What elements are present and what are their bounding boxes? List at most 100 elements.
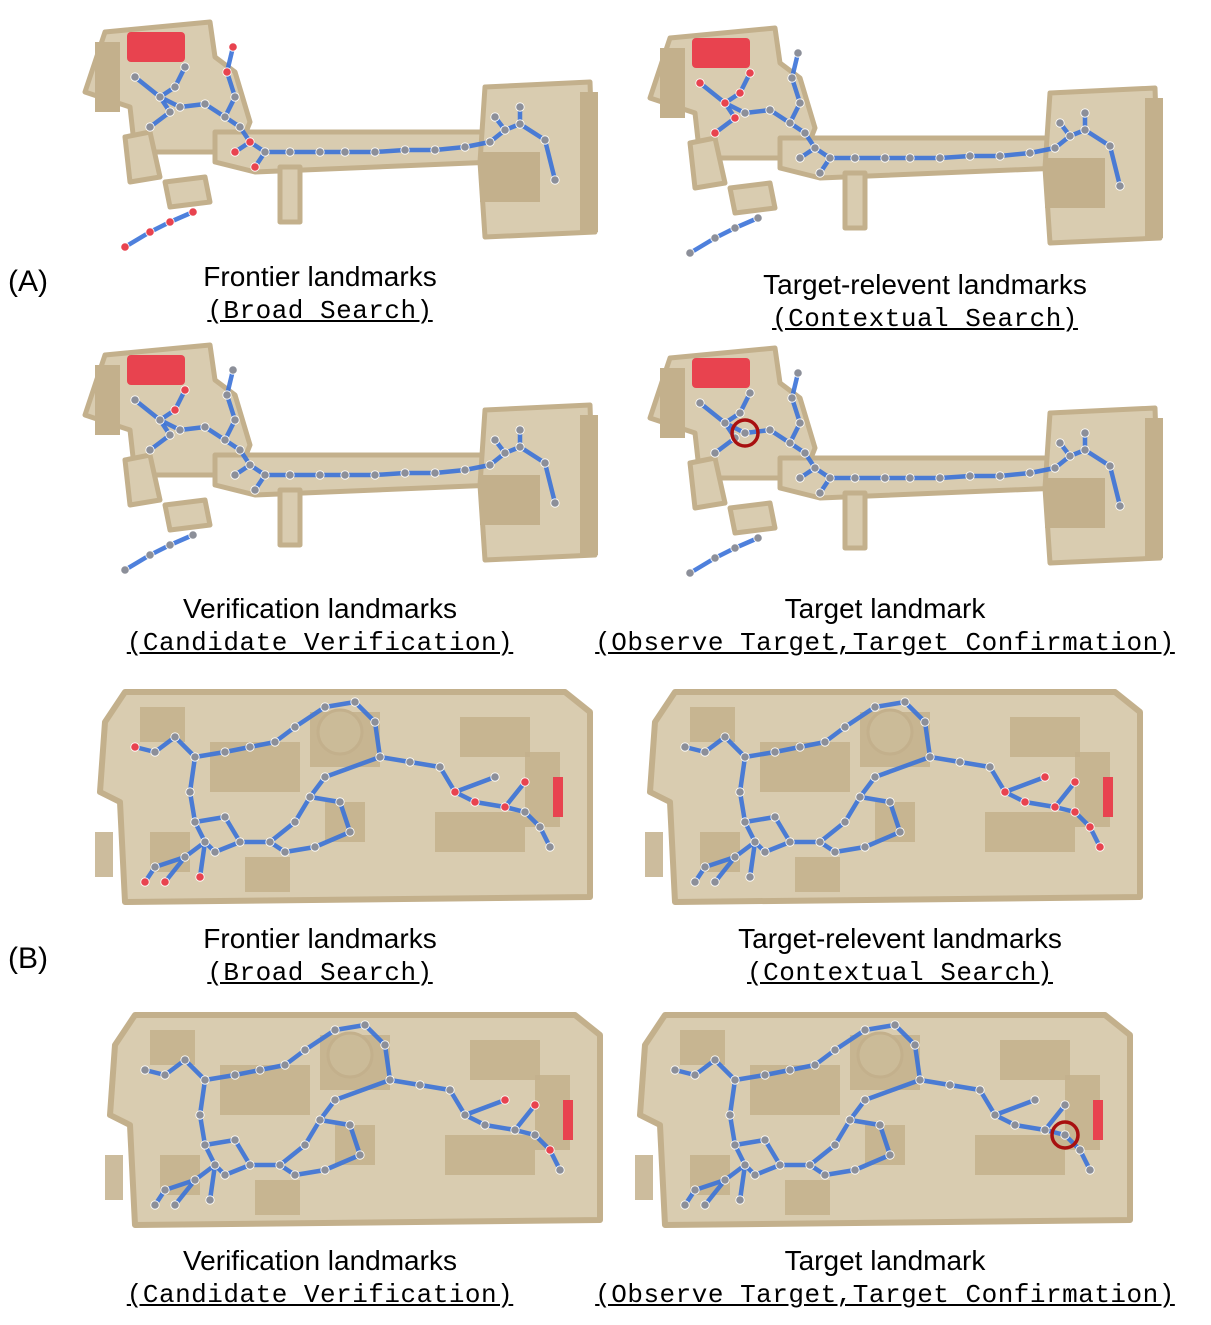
landmark-node <box>1075 1145 1085 1155</box>
landmark-node <box>830 847 840 857</box>
caption-subtitle: (Candidate Verification) <box>126 628 514 658</box>
target-object-bed <box>127 32 185 62</box>
landmark-node <box>120 565 130 575</box>
landmark-node <box>740 108 750 118</box>
target-landmark-marker <box>1050 1120 1080 1150</box>
section-label-a: (A) <box>8 265 48 298</box>
graph-edge <box>232 1137 253 1168</box>
landmark-node <box>845 1115 855 1125</box>
graph-edge <box>347 1122 363 1158</box>
graph-edge <box>832 1027 868 1053</box>
caption-title: Target-relevent landmarks <box>738 923 1062 954</box>
furniture-block <box>460 717 530 757</box>
landmark-node-highlighted <box>1020 797 1030 807</box>
graph-edge <box>727 1077 738 1118</box>
landmark-node <box>730 1075 740 1085</box>
graph-edge <box>482 1122 518 1133</box>
landmark-node <box>795 153 805 163</box>
map-a-target-relevant <box>640 18 1170 268</box>
caption-title: Verification landmarks <box>183 593 457 624</box>
landmark-node <box>1055 438 1065 448</box>
landmark-node <box>220 1170 230 1180</box>
landmark-node <box>405 757 415 767</box>
landmark-node <box>415 1080 425 1090</box>
landmark-node <box>530 1130 540 1140</box>
landmark-node <box>740 752 750 762</box>
landmark-node <box>995 471 1005 481</box>
graph-edge <box>702 1177 728 1208</box>
landmark-node <box>1050 463 1060 473</box>
landmark-node-highlighted <box>470 797 480 807</box>
landmark-node <box>515 119 525 129</box>
landmark-node <box>805 1160 815 1170</box>
landmark-node <box>205 1195 215 1205</box>
landmark-node <box>935 153 945 163</box>
landmark-node <box>710 448 720 458</box>
graph-edge <box>332 1022 368 1033</box>
landmark-node <box>515 442 525 452</box>
landmark-node <box>220 112 230 122</box>
wall-block <box>1145 98 1163 238</box>
graph-edge <box>162 854 188 885</box>
map-a-frontier <box>75 12 605 262</box>
graph-edge <box>517 121 548 143</box>
floor-region <box>727 500 778 536</box>
landmark-node <box>460 1110 470 1120</box>
landmark-node <box>370 717 380 727</box>
landmark-node <box>350 697 360 707</box>
map-a-verification-svg <box>82 342 598 575</box>
landmark-node <box>1025 468 1035 478</box>
graph-edge <box>267 819 298 845</box>
landmark-node <box>825 473 835 483</box>
landmark-node-highlighted <box>180 385 190 395</box>
landmark-node <box>190 752 200 762</box>
landmark-node <box>685 248 695 258</box>
landmark-node <box>745 388 755 398</box>
graph-edge <box>372 719 383 760</box>
landmark-node-highlighted <box>165 217 175 227</box>
graph-edge <box>747 839 758 880</box>
landmark-node <box>435 762 445 772</box>
landmark-node <box>222 390 232 400</box>
landmark-node <box>200 99 210 109</box>
graph-edge <box>702 854 738 870</box>
furniture-block <box>445 1135 535 1175</box>
landmark-node <box>1105 141 1115 151</box>
landmark-node <box>1115 501 1125 511</box>
caption-a-target-relevant: Target-relevent landmarks (Contextual Se… <box>725 268 1125 336</box>
landmark-node <box>710 233 720 243</box>
graph-edge <box>832 1117 853 1148</box>
landmark-node <box>345 1120 355 1130</box>
graph-edge <box>172 1177 198 1208</box>
furniture-block <box>635 1155 653 1200</box>
graph-edge <box>887 799 903 835</box>
landmark-node <box>710 877 720 887</box>
landmark-node <box>230 415 240 425</box>
graph-edge <box>892 1022 918 1048</box>
landmark-node <box>793 368 803 378</box>
landmark-node <box>995 151 1005 161</box>
landmark-node <box>840 817 850 827</box>
landmark-node <box>750 1170 760 1180</box>
graph-edge <box>822 1167 858 1178</box>
map-b-target-relevant <box>645 682 1150 912</box>
landmark-node <box>520 807 530 817</box>
landmark-node-highlighted <box>230 147 240 157</box>
landmark-node <box>265 837 275 847</box>
landmark-node <box>540 458 550 468</box>
floor-region <box>687 455 728 511</box>
wall-block <box>660 48 685 118</box>
landmark-node <box>275 1160 285 1170</box>
landmark-node <box>385 1075 395 1085</box>
landmark-node <box>710 553 720 563</box>
landmark-node <box>840 722 850 732</box>
floor-region <box>122 452 163 508</box>
landmark-node <box>855 792 865 802</box>
graph-edge <box>937 153 973 161</box>
graph-edge <box>197 839 208 880</box>
graph-edge <box>372 147 408 155</box>
landmark-node <box>770 747 780 757</box>
landmark-node <box>400 468 410 478</box>
landmark-node <box>165 430 175 440</box>
graph-edge <box>737 1162 748 1203</box>
